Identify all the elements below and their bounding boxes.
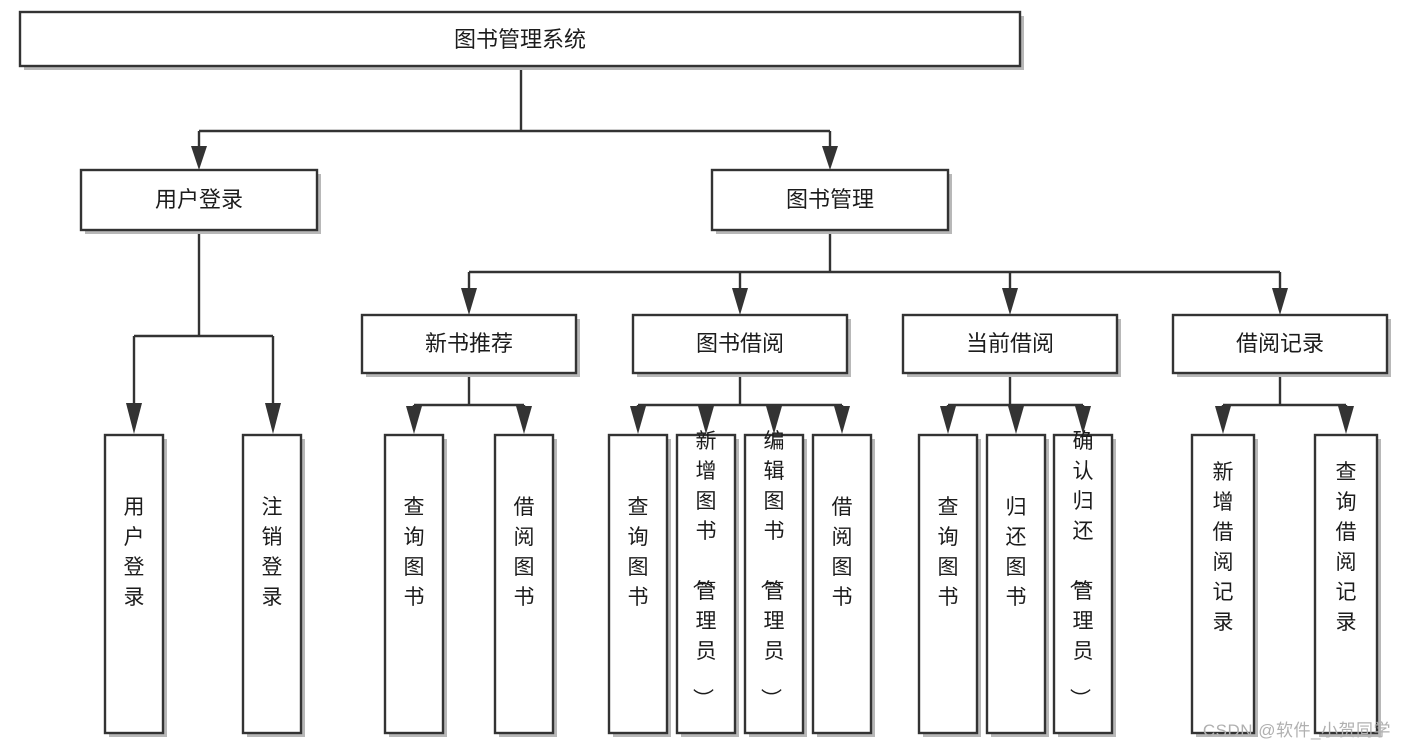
node-book-manage[interactable]: 图书管理 (710, 168, 952, 234)
node-book-borrow[interactable]: 图书借阅 (631, 313, 851, 377)
csdn-watermark: CSDN @软件_小贺同学 (1202, 721, 1391, 740)
node-leaf-edit-book-label: 编辑图书（管理员） (759, 430, 785, 709)
node-leaf-query-record-box (1313, 433, 1379, 735)
node-leaf-query-record-label: 查询借阅记录 (1336, 461, 1357, 634)
node-user-login-box (79, 168, 319, 232)
node-leaf-return-book-box (985, 433, 1047, 735)
arrow-leaf-return-book (1008, 406, 1024, 434)
node-leaf-query-record[interactable]: 查询借阅记录 (1313, 433, 1381, 737)
node-leaf-user-login-box (103, 433, 165, 735)
arrow-book-borrow (732, 288, 748, 315)
node-leaf-edit-book-box (743, 433, 805, 735)
node-leaf-query-book-3[interactable]: 查询图书 (917, 433, 981, 737)
arrow-leaf-borrow-book-2 (834, 406, 850, 434)
node-leaf-user-login[interactable]: 用户登录 (103, 433, 167, 737)
arrow-leaf-add-book (698, 406, 714, 434)
node-leaf-borrow-book-1-label: 借阅图书 (514, 496, 535, 609)
arrow-current-borrow (1002, 288, 1018, 315)
node-leaf-user-login-label: 用户登录 (124, 496, 145, 609)
node-root-box (18, 10, 1022, 68)
node-leaf-query-book-1-box (383, 433, 445, 735)
node-leaf-confirm-return-box (1052, 433, 1114, 735)
node-new-book-rec[interactable]: 新书推荐 (360, 313, 580, 377)
arrow-leaf-edit-book (766, 406, 782, 434)
arrow-new-book-rec (461, 288, 477, 315)
arrow-leaf-user-login (126, 403, 142, 434)
arrow-leaf-borrow-book-1 (516, 406, 532, 434)
node-borrow-record-label: 借阅记录 (1236, 331, 1324, 356)
arrow-leaf-confirm-return (1075, 406, 1091, 434)
node-leaf-return-book-label: 归还图书 (1006, 496, 1027, 609)
node-leaf-query-book-1-label: 查询图书 (404, 496, 425, 609)
edges-layer (126, 68, 1354, 434)
node-leaf-query-book-3-label: 查询图书 (938, 496, 959, 609)
node-leaf-logout-box (241, 433, 303, 735)
node-leaf-confirm-return-label: 确认归还（管理员） (1068, 430, 1094, 709)
node-leaf-query-book-2-label: 查询图书 (628, 496, 649, 609)
node-borrow-record[interactable]: 借阅记录 (1171, 313, 1391, 377)
arrow-book-manage (822, 146, 838, 170)
node-current-borrow-box (901, 313, 1119, 375)
arrow-leaf-query-book-3 (940, 406, 956, 434)
node-book-borrow-box (631, 313, 849, 375)
node-leaf-add-book-label: 新增图书（管理员） (691, 430, 717, 709)
node-leaf-query-book-3-box (917, 433, 979, 735)
node-new-book-rec-label: 新书推荐 (425, 331, 513, 356)
node-borrow-record-box (1171, 313, 1389, 375)
arrow-leaf-query-book-2 (630, 406, 646, 434)
node-new-book-rec-box (360, 313, 578, 375)
node-current-borrow[interactable]: 当前借阅 (901, 313, 1121, 377)
arrow-user-login (191, 146, 207, 170)
node-current-borrow-label: 当前借阅 (966, 331, 1054, 356)
node-leaf-query-book-2[interactable]: 查询图书 (607, 433, 671, 737)
node-leaf-logout-label: 注销登录 (262, 496, 283, 609)
node-book-manage-label: 图书管理 (786, 187, 874, 212)
node-leaf-query-book-2-box (607, 433, 669, 735)
arrow-leaf-logout (265, 403, 281, 434)
node-leaf-add-book[interactable]: 新增图书（管理员） (675, 430, 739, 737)
node-leaf-add-book-box (675, 433, 737, 735)
node-leaf-add-record[interactable]: 新增借阅记录 (1190, 433, 1258, 737)
node-leaf-add-record-label: 新增借阅记录 (1213, 461, 1234, 634)
node-leaf-add-record-box (1190, 433, 1256, 735)
node-leaf-query-book-1[interactable]: 查询图书 (383, 433, 447, 737)
arrow-leaf-query-record (1338, 406, 1354, 434)
node-leaf-edit-book[interactable]: 编辑图书（管理员） (743, 430, 807, 737)
node-leaf-return-book[interactable]: 归还图书 (985, 433, 1049, 737)
node-leaf-confirm-return[interactable]: 确认归还（管理员） (1052, 430, 1116, 737)
arrow-leaf-add-record (1215, 406, 1231, 434)
node-user-login-label: 用户登录 (155, 187, 243, 212)
arrow-borrow-record (1272, 288, 1288, 315)
node-leaf-borrow-book-1-box (493, 433, 555, 735)
node-root[interactable]: 图书管理系统 (18, 10, 1024, 70)
node-leaf-borrow-book-2[interactable]: 借阅图书 (811, 433, 875, 737)
node-book-borrow-label: 图书借阅 (696, 331, 784, 356)
node-leaf-borrow-book-2-box (811, 433, 873, 735)
arrow-leaf-query-book-1 (406, 406, 422, 434)
nodes-layer: 图书管理系统 用户登录 图书管理 新书推荐 (18, 10, 1391, 737)
node-leaf-borrow-book-1[interactable]: 借阅图书 (493, 433, 557, 737)
node-root-label: 图书管理系统 (454, 27, 586, 52)
node-leaf-logout[interactable]: 注销登录 (241, 433, 305, 737)
node-book-manage-box (710, 168, 950, 232)
node-leaf-borrow-book-2-label: 借阅图书 (832, 496, 853, 609)
node-user-login[interactable]: 用户登录 (79, 168, 321, 234)
